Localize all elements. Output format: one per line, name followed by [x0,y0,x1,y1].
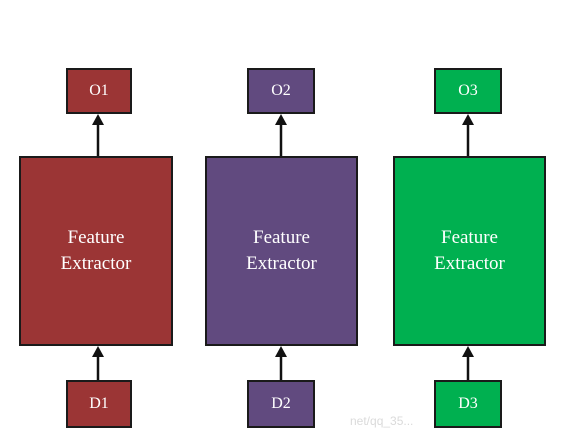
input-box-d3: D3 [434,380,502,428]
output-label-o1: O1 [89,82,109,99]
output-box-o3: O3 [434,68,502,114]
extractor-3-line2: Extractor [434,253,505,274]
input-label-d3: D3 [458,395,478,412]
arrow-to-o2 [275,114,287,158]
watermark-text: net/qq_35... [350,414,414,428]
feature-extractor-1: Feature Extractor [19,156,173,346]
feature-extractor-3: Feature Extractor [393,156,546,346]
output-box-o1: O1 [66,68,132,114]
arrow-from-d2 [275,346,287,380]
input-label-d1: D1 [89,395,109,412]
input-box-d2: D2 [247,380,315,428]
output-box-o2: O2 [247,68,315,114]
extractor-1-line1: Feature [67,227,125,248]
input-box-d1: D1 [66,380,132,428]
arrow-to-o3 [462,114,474,158]
extractor-2-line1: Feature [253,227,310,248]
extractor-3-line1: Feature [441,227,498,248]
output-label-o3: O3 [458,82,478,99]
arrow-from-d1 [92,346,104,380]
output-label-o2: O2 [271,82,291,99]
extractor-2-line2: Extractor [246,253,317,274]
extractor-1-line2: Extractor [60,253,132,274]
input-label-d2: D2 [271,395,291,412]
feature-extractor-2: Feature Extractor [205,156,358,346]
arrow-to-o1 [92,114,104,158]
arrow-from-d3 [462,346,474,380]
